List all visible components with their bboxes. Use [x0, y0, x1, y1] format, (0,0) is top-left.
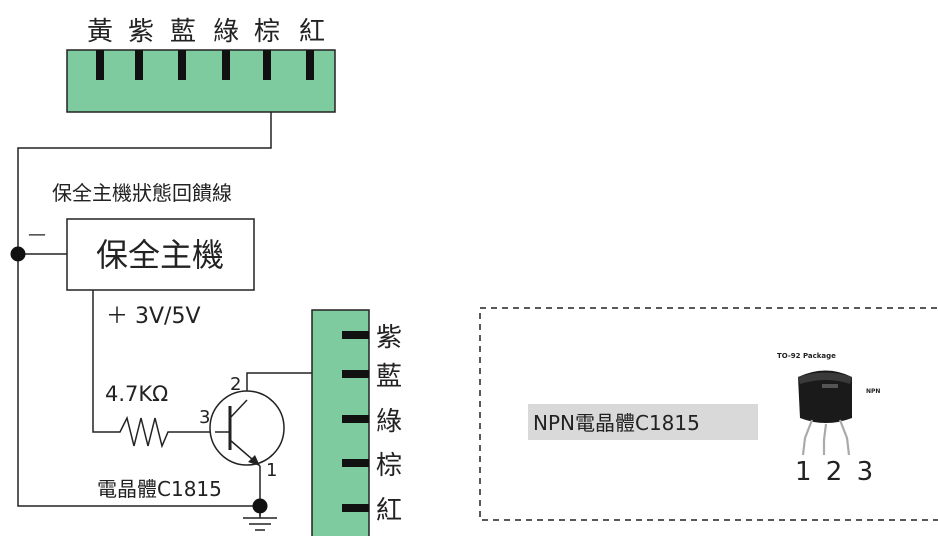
top-connector — [66, 49, 336, 113]
plus-voltage-label: ＋ 3V/5V — [106, 304, 201, 329]
right-wire-label-3: 綠 — [376, 407, 402, 437]
right-wire-label-2: 藍 — [376, 362, 402, 392]
top-wire-label-6: 紅 — [299, 17, 325, 47]
package-label: TO-92 Package — [777, 352, 836, 360]
minus-label: — — [28, 224, 46, 245]
package-pin-numbers: 1 2 3 — [795, 457, 876, 487]
inset-title: NPN電晶體C1815 — [533, 411, 700, 435]
pin3-label: 3 — [199, 407, 210, 428]
junction-dot-left — [10, 246, 26, 262]
right-wire-label-5: 紅 — [376, 496, 402, 526]
ground-icon — [243, 513, 277, 531]
junction-dot-ground — [252, 498, 268, 514]
right-wire-label-4: 棕 — [376, 451, 402, 481]
feedback-wire — [17, 112, 272, 507]
resistor-label: 4.7KΩ — [105, 382, 168, 406]
type-label: NPN — [866, 388, 880, 395]
resistor-symbol — [112, 415, 215, 449]
right-connector — [311, 309, 370, 536]
transistor-package-icon — [798, 370, 852, 456]
top-wire-label-3: 藍 — [170, 17, 196, 47]
top-wire-label-1: 黃 — [87, 17, 113, 47]
feedback-line-label: 保全主機狀態回饋線 — [52, 181, 232, 205]
transistor-label: 電晶體C1815 — [97, 477, 222, 501]
host-positive-wire — [92, 290, 112, 433]
pin2-label: 2 — [230, 374, 241, 395]
pin1-label: 1 — [266, 460, 277, 481]
right-wire-label-1: 紫 — [376, 323, 402, 353]
top-wire-label-4: 綠 — [213, 17, 239, 47]
host-box — [66, 218, 255, 291]
top-wire-label-2: 紫 — [128, 17, 154, 47]
transistor-icon — [209, 390, 285, 467]
wires — [17, 112, 312, 516]
inset-panel — [479, 307, 938, 521]
host-box-label: 保全主機 — [96, 236, 224, 274]
top-wire-label-5: 棕 — [254, 17, 280, 47]
inset-caption-box — [528, 404, 758, 440]
